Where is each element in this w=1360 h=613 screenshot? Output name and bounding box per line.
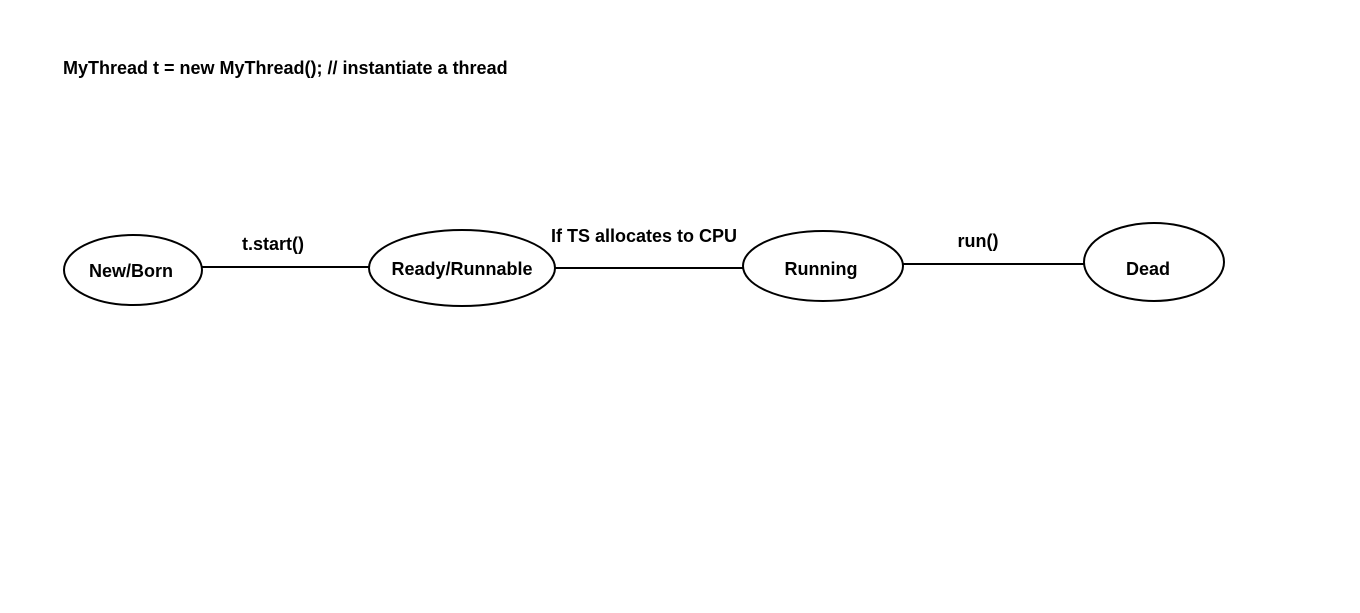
state-dead: Dead (1083, 222, 1225, 302)
transition-label-start: t.start() (242, 234, 304, 254)
code-statement: MyThread t = new MyThread(); // instanti… (63, 58, 508, 78)
state-dead-label: Dead (1126, 259, 1170, 279)
transition-label-run: run() (958, 231, 999, 251)
state-new: New/Born (63, 234, 203, 306)
transition-label-schedule: If TS allocates to CPU (551, 226, 737, 246)
state-running: Running (742, 230, 904, 302)
state-ready-label: Ready/Runnable (391, 259, 532, 279)
state-running-label: Running (785, 259, 858, 279)
state-new-label: New/Born (89, 261, 173, 281)
state-ready: Ready/Runnable (368, 229, 556, 307)
